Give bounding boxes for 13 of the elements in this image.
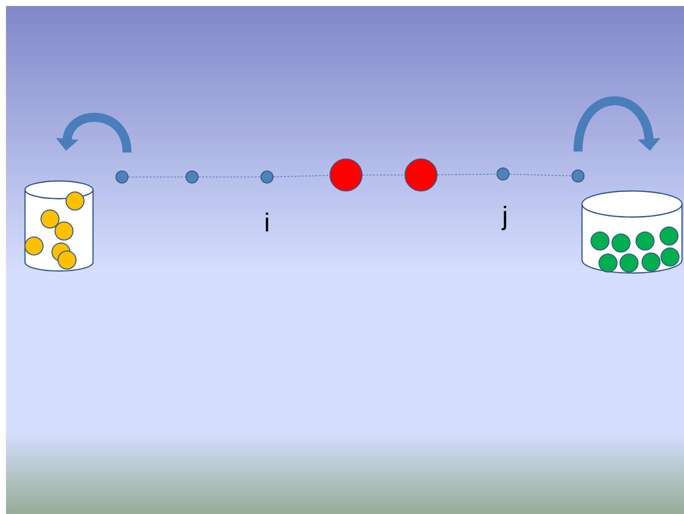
- dotted-line: [509, 174, 572, 176]
- dotted-line: [362, 174, 405, 176]
- index-label: i: [266, 212, 268, 232]
- dot: [404, 158, 438, 192]
- dotted-line: [198, 176, 261, 178]
- curved-arrow: [574, 96, 660, 152]
- dotted-line: [128, 176, 186, 178]
- cylinder-drawing: [24, 180, 94, 272]
- cylinder-drawing: [581, 190, 683, 274]
- dotted-line: [437, 174, 497, 176]
- index-label: j: [502, 206, 506, 230]
- dotted-line: [273, 175, 330, 178]
- dot: [330, 158, 362, 192]
